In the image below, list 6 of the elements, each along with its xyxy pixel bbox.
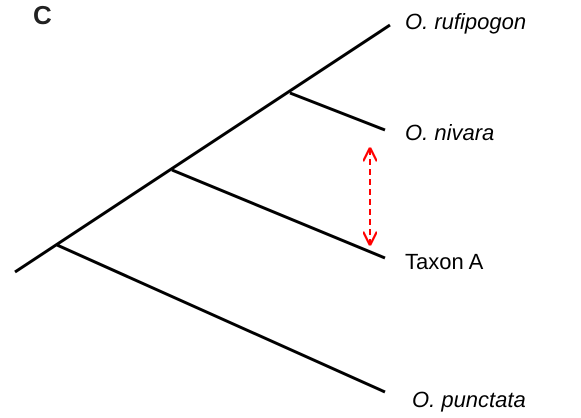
taxon-label: O. nivara bbox=[365, 119, 494, 147]
taxon-label: O. rufipogon bbox=[405, 8, 526, 36]
taxon-label: O. punctata bbox=[412, 386, 526, 414]
double-arrow bbox=[362, 146, 378, 247]
panel-letter: C bbox=[33, 0, 52, 30]
taxon-label: Taxon A bbox=[365, 248, 484, 276]
